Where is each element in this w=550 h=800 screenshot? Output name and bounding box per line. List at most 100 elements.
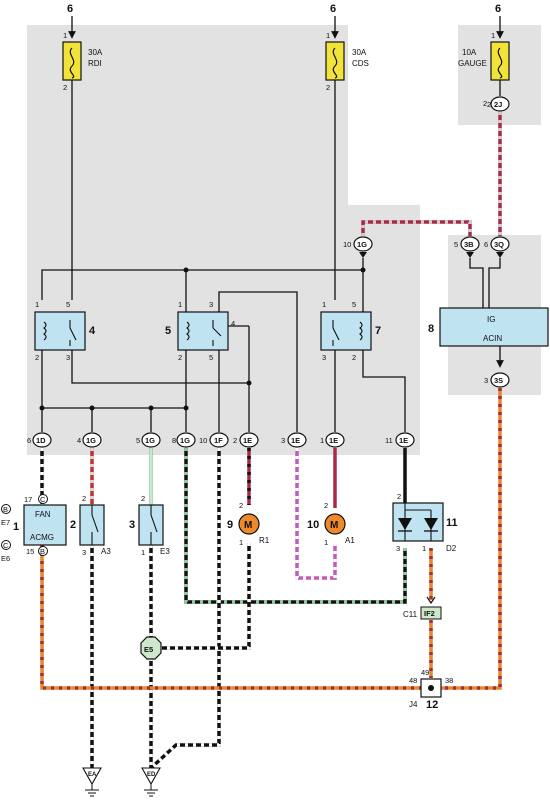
junction-dot [39, 405, 45, 411]
svg-text:8: 8 [172, 436, 176, 445]
svg-text:EA: EA [88, 772, 97, 778]
motor-a1[interactable]: M 2 1 10 A1 [307, 501, 355, 547]
svg-text:5: 5 [454, 240, 458, 249]
connector-c11[interactable]: IF2 C11 [403, 596, 442, 620]
connector-1g-c[interactable]: 1G 8 [172, 432, 196, 448]
svg-text:4: 4 [77, 436, 81, 445]
svg-text:1: 1 [322, 300, 326, 309]
ground-ea[interactable]: EA [82, 767, 102, 797]
acmg-fan-label: FAN [35, 510, 51, 519]
svg-text:2: 2 [82, 494, 86, 503]
svg-text:2: 2 [397, 492, 401, 501]
ecu-acin-label: ACIN [483, 334, 502, 343]
connector-1e-d[interactable]: 1E 11 [385, 432, 415, 448]
svg-text:2: 2 [178, 353, 182, 362]
acmg-module[interactable]: FAN ACMG 1 17 C 15 B B E7 C E6 [1, 494, 67, 564]
svg-text:5: 5 [66, 300, 70, 309]
motor-icon [324, 513, 346, 535]
ecu-module[interactable]: IG ACIN 8 [428, 307, 549, 347]
svg-text:2: 2 [239, 501, 243, 510]
svg-text:1: 1 [324, 538, 328, 547]
relay-switch-icon [212, 327, 222, 337]
fuse-gauge-rating: 10A [462, 48, 477, 57]
svg-text:5: 5 [209, 353, 213, 362]
acmg-acmg-label: ACMG [30, 533, 54, 542]
fuse-cds-pin1: 1 [326, 31, 330, 40]
svg-text:ED: ED [147, 772, 156, 778]
wire-3s-joint [441, 388, 502, 690]
connector-3s[interactable]: 3S 3 [484, 372, 510, 388]
svg-text:2: 2 [324, 501, 328, 510]
relay-coil-icon [43, 321, 47, 341]
relay-5[interactable]: 1 3 4 2 5 5 [165, 300, 235, 362]
svg-text:2: 2 [141, 494, 145, 503]
connector-3q[interactable]: 3Q 6 [484, 236, 510, 258]
fuse-gauge-name: GAUGE [458, 59, 487, 68]
relay-4[interactable]: 1 5 2 3 4 [34, 300, 96, 362]
connector-1e-b[interactable]: 1E 3 [281, 432, 307, 448]
joint-number: 12 [426, 699, 438, 711]
diode-d2[interactable]: 2 3 1 11 D2 [392, 492, 458, 553]
fuse-rdi-rating: 30A [88, 48, 103, 57]
relay-coil-icon [359, 321, 363, 341]
fuse-rdi-pin1: 1 [63, 31, 67, 40]
motor-r1[interactable]: M 2 1 9 R1 [227, 501, 270, 547]
connector-1g-a[interactable]: 1G 4 [77, 432, 102, 448]
relay-switch-icon [332, 327, 340, 341]
connector-1g-top[interactable]: 1G 10 [343, 236, 373, 258]
svg-text:2: 2 [35, 353, 39, 362]
switch-a3-number: 2 [70, 519, 76, 531]
motor-a1-code: A1 [345, 536, 355, 545]
fuse-gauge-pin2: 2 [483, 99, 487, 108]
splice-e5[interactable]: E5 [140, 636, 162, 660]
switch-e3[interactable]: 2 1 3 E3 [129, 494, 170, 557]
fuse-element-icon [69, 47, 75, 79]
svg-text:3: 3 [66, 353, 70, 362]
wire-1e3-motor10-loop [295, 448, 337, 580]
svg-text:1G: 1G [180, 436, 190, 445]
svg-text:3: 3 [82, 548, 86, 557]
svg-text:C11: C11 [403, 610, 418, 619]
wire-relay7-1e11 [362, 350, 406, 432]
svg-text:E7: E7 [1, 518, 10, 527]
wire-3b-ecu [469, 258, 484, 308]
connector-2j[interactable]: 2J 2 [487, 96, 510, 112]
connector-1g-b[interactable]: 1G 5 [136, 432, 161, 448]
connector-3b[interactable]: 3B 5 [454, 236, 480, 258]
svg-text:5: 5 [136, 436, 140, 445]
supply-label-fuse2: 6 [330, 3, 336, 15]
switch-contact-icon [91, 514, 99, 533]
svg-text:11: 11 [385, 436, 393, 445]
motor-icon [238, 513, 260, 535]
svg-text:3: 3 [322, 353, 326, 362]
svg-text:E5: E5 [144, 645, 153, 654]
svg-text:6: 6 [484, 240, 488, 249]
diode-code: D2 [446, 544, 457, 553]
ground-icon [82, 767, 102, 786]
connector-1f[interactable]: 1F 10 [199, 432, 229, 448]
svg-text:10: 10 [199, 436, 207, 445]
relay-4-number: 4 [89, 325, 96, 337]
supply-label-fuse1: 6 [67, 3, 73, 15]
svg-text:M: M [244, 520, 252, 531]
svg-text:M: M [330, 520, 338, 531]
svg-text:17: 17 [24, 495, 32, 504]
wire-top-bus [41, 258, 364, 300]
wire-1f-ground [149, 448, 221, 770]
ground-ed[interactable]: ED [141, 767, 161, 797]
diode-icon [424, 518, 438, 530]
relay-7[interactable]: 1 5 3 2 7 [320, 300, 381, 362]
joint-j4[interactable]: 49 48 38 J4 12 [409, 668, 453, 711]
switch-a3[interactable]: 2 3 2 A3 [70, 494, 111, 557]
ecu-ig-label: IG [487, 315, 495, 324]
svg-text:IF2: IF2 [424, 609, 435, 618]
fuse-cds[interactable]: 1 2 30A CDS [325, 31, 369, 92]
connector-1e-a[interactable]: 1E 2 [233, 432, 259, 448]
svg-text:3: 3 [281, 436, 285, 445]
connector-1d[interactable]: 1D 6 [27, 432, 52, 448]
junction-dot [183, 405, 189, 411]
connector-arrow-icon [496, 252, 504, 258]
connector-1e-c[interactable]: 1E 1 [320, 432, 345, 448]
